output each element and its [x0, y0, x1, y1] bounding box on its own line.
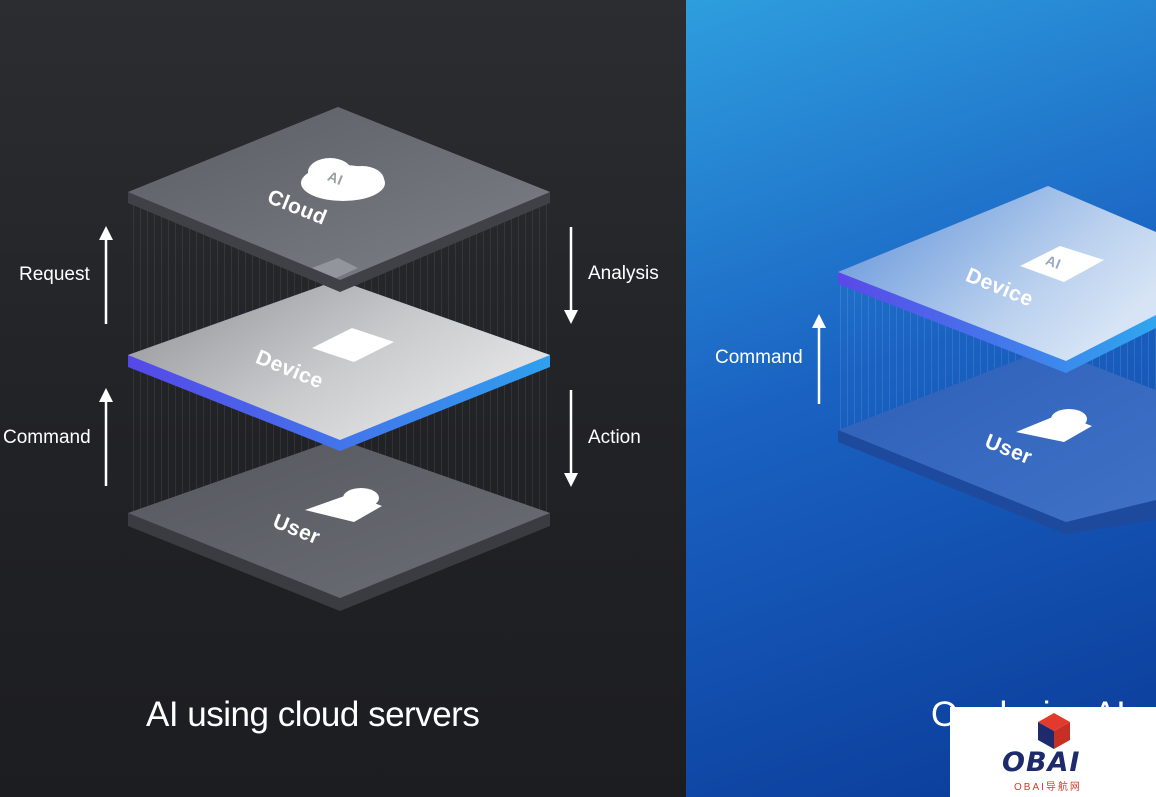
cloud-layer	[128, 107, 550, 292]
on-device-ai-diagram	[812, 186, 1156, 534]
watermark-subtitle: OBAI导航网	[1014, 782, 1082, 793]
cloud-icon	[301, 158, 385, 201]
on-device-ai-panel: AI Device User Command On-device AI	[686, 0, 1156, 797]
action-label: Action	[588, 427, 641, 448]
on-device-user-layer	[838, 348, 1156, 534]
on-device-device-layer	[838, 186, 1156, 373]
request-label: Request	[19, 264, 90, 285]
device-layer	[128, 280, 550, 451]
watermark: OBAI OBAI导航网	[950, 707, 1156, 797]
cloud-ai-diagram	[99, 107, 578, 611]
watermark-cube-icon	[1038, 713, 1070, 749]
user-layer	[128, 439, 550, 611]
device-chip-icon	[312, 328, 394, 362]
action-arrow	[564, 390, 578, 487]
cloud-ai-title: AI using cloud servers	[146, 695, 480, 734]
analysis-label: Analysis	[588, 263, 659, 284]
cloud-ai-panel: AI Cloud Device User Request Command Ana…	[0, 0, 686, 797]
user-icon	[305, 488, 382, 522]
request-arrow	[99, 226, 113, 324]
on-device-command-label: Command	[715, 347, 803, 368]
on-device-chip-icon	[1020, 246, 1104, 282]
analysis-arrow	[564, 227, 578, 324]
command-arrow	[99, 388, 113, 486]
command-label: Command	[3, 427, 91, 448]
on-device-user-icon	[1016, 409, 1092, 442]
on-device-command-arrow	[812, 314, 826, 404]
watermark-logo: OBAI	[1002, 747, 1081, 778]
